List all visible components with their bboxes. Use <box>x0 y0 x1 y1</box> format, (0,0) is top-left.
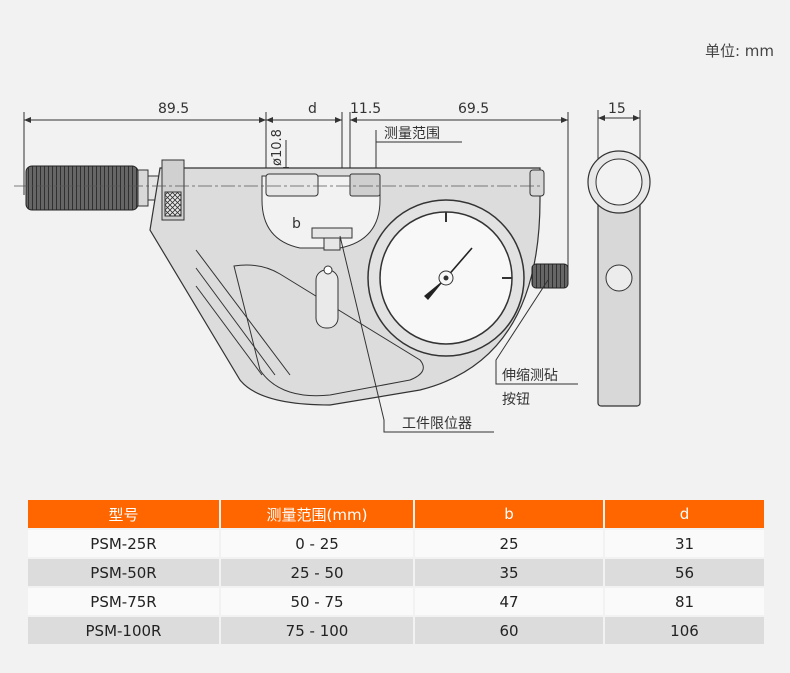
cell-range: 50 - 75 <box>220 586 415 616</box>
table-row: PSM-100R 75 - 100 60 106 <box>28 615 764 644</box>
table-row: PSM-50R 25 - 50 35 56 <box>28 557 764 587</box>
callout-stopper: 工件限位器 <box>402 416 472 432</box>
cell-b: 35 <box>414 557 605 587</box>
cell-range: 25 - 50 <box>220 557 415 587</box>
cell-d: 81 <box>604 586 764 616</box>
header-b: b <box>414 500 605 529</box>
unit-label: 单位: mm <box>704 42 774 60</box>
header-range: 测量范围(mm) <box>220 500 415 529</box>
header-d: d <box>604 500 764 529</box>
cell-b: 60 <box>414 615 605 644</box>
header-model: 型号 <box>28 500 221 529</box>
cell-d: 31 <box>604 528 764 558</box>
cell-b: 47 <box>414 586 605 616</box>
table-row: PSM-25R 0 - 25 25 31 <box>28 528 764 558</box>
dim-89-5: 89.5 <box>158 101 189 117</box>
cell-model: PSM-50R <box>28 557 221 587</box>
cell-range: 0 - 25 <box>220 528 415 558</box>
dim-diameter: ø10.8 <box>270 129 285 166</box>
spec-table: 型号 测量范围(mm) b d PSM-25R 0 - 25 25 31 PSM… <box>28 500 764 644</box>
cell-model: PSM-100R <box>28 615 221 644</box>
cell-d: 106 <box>604 615 764 644</box>
callout-button-line2: 按钮 <box>502 392 530 408</box>
dim-b: b <box>292 216 301 232</box>
dim-15: 15 <box>608 101 626 117</box>
micrometer-drawing: 89.5 d 11.5 69.5 15 ø10.8 b 测量范围 伸缩测砧 按钮… <box>14 101 651 433</box>
cell-model: PSM-75R <box>28 586 221 616</box>
cell-d: 56 <box>604 557 764 587</box>
cell-b: 25 <box>414 528 605 558</box>
cell-range: 75 - 100 <box>220 615 415 644</box>
dim-d: d <box>308 101 317 117</box>
table-row: PSM-75R 50 - 75 47 81 <box>28 586 764 616</box>
dim-69-5: 69.5 <box>458 101 489 117</box>
table-header-row: 型号 测量范围(mm) b d <box>28 500 764 529</box>
callout-button-line1: 伸缩测砧 <box>502 368 558 384</box>
cell-model: PSM-25R <box>28 528 221 558</box>
callout-range: 测量范围 <box>384 125 440 142</box>
dim-11-5: 11.5 <box>350 101 381 117</box>
